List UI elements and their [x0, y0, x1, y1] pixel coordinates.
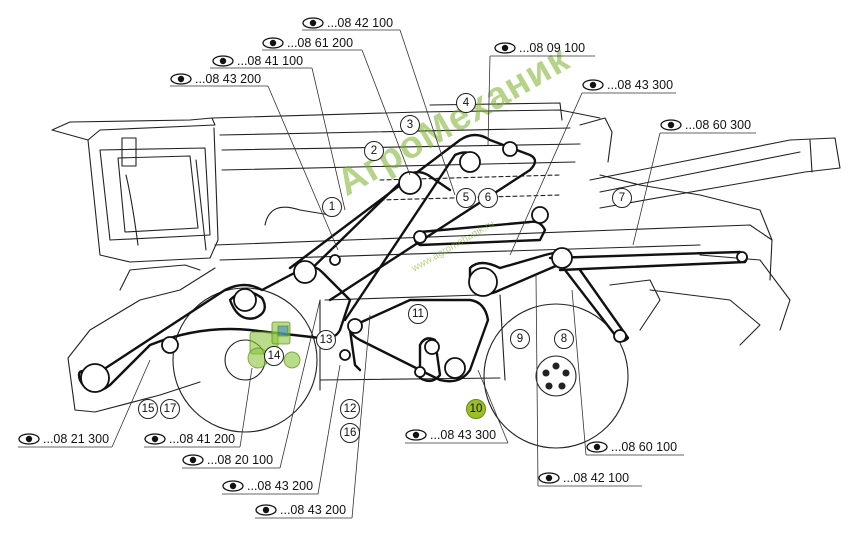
- ref-label: ...08 60 300: [685, 118, 752, 132]
- eye-icon: [302, 17, 324, 29]
- ref-label: ...08 41 200: [169, 432, 236, 446]
- ref-08-42-100-top[interactable]: ...08 42 100: [302, 16, 393, 30]
- part-callout-3[interactable]: 3: [400, 115, 420, 135]
- part-callout-8[interactable]: 8: [554, 329, 574, 349]
- ref-08-42-100-bot[interactable]: ...08 42 100: [538, 471, 629, 485]
- eye-icon: [18, 433, 40, 445]
- part-callout-4[interactable]: 4: [456, 93, 476, 113]
- part-callout-12[interactable]: 12: [340, 399, 360, 419]
- ref-08-41-200[interactable]: ...08 41 200: [144, 432, 235, 446]
- eye-icon: [660, 119, 682, 131]
- part-callout-1[interactable]: 1: [322, 197, 342, 217]
- part-callout-16[interactable]: 16: [340, 423, 360, 443]
- eye-icon: [170, 73, 192, 85]
- ref-08-20-100[interactable]: ...08 20 100: [182, 453, 273, 467]
- eye-icon: [262, 37, 284, 49]
- ref-label: ...08 42 100: [563, 471, 630, 485]
- eye-icon: [255, 504, 277, 516]
- ref-label: ...08 43 300: [607, 78, 674, 92]
- eye-icon: [182, 454, 204, 466]
- ref-label: ...08 43 300: [430, 428, 497, 442]
- ref-label: ...08 21 300: [43, 432, 110, 446]
- part-callout-5[interactable]: 5: [456, 188, 476, 208]
- ref-label: ...08 43 200: [280, 503, 347, 517]
- eye-icon: [144, 433, 166, 445]
- ref-08-60-300[interactable]: ...08 60 300: [660, 118, 751, 132]
- ref-08-43-200-mid[interactable]: ...08 43 200: [222, 479, 313, 493]
- part-callout-6[interactable]: 6: [478, 188, 498, 208]
- part-callout-15[interactable]: 15: [138, 399, 158, 419]
- ref-08-61-200[interactable]: ...08 61 200: [262, 36, 353, 50]
- eye-icon: [582, 79, 604, 91]
- part-callout-17[interactable]: 17: [160, 399, 180, 419]
- ref-08-43-200-top[interactable]: ...08 43 200: [170, 72, 261, 86]
- eye-icon: [586, 441, 608, 453]
- eye-icon: [538, 472, 560, 484]
- ref-label: ...08 20 100: [207, 453, 274, 467]
- ref-label: ...08 42 100: [327, 16, 394, 30]
- ref-08-60-100[interactable]: ...08 60 100: [586, 440, 677, 454]
- ref-08-21-300[interactable]: ...08 21 300: [18, 432, 109, 446]
- ref-08-43-300-bot[interactable]: ...08 43 300: [405, 428, 496, 442]
- ref-08-09-100[interactable]: ...08 09 100: [494, 41, 585, 55]
- ref-label: ...08 61 200: [287, 36, 354, 50]
- ref-label: ...08 41 100: [237, 54, 304, 68]
- ref-label: ...08 60 100: [611, 440, 678, 454]
- ref-08-43-200-bot[interactable]: ...08 43 200: [255, 503, 346, 517]
- ref-08-43-300-top[interactable]: ...08 43 300: [582, 78, 673, 92]
- ref-label: ...08 43 200: [195, 72, 262, 86]
- ref-label: ...08 43 200: [247, 479, 314, 493]
- eye-icon: [212, 55, 234, 67]
- part-callout-14[interactable]: 14: [264, 346, 284, 366]
- part-callout-11[interactable]: 11: [408, 304, 428, 324]
- part-callout-9[interactable]: 9: [510, 329, 530, 349]
- eye-icon: [405, 429, 427, 441]
- ref-label: ...08 09 100: [519, 41, 586, 55]
- eye-icon: [494, 42, 516, 54]
- eye-icon: [222, 480, 244, 492]
- part-callout-13[interactable]: 13: [316, 330, 336, 350]
- part-callout-7[interactable]: 7: [612, 188, 632, 208]
- part-callout-10[interactable]: 10: [466, 399, 486, 419]
- part-callout-2[interactable]: 2: [364, 141, 384, 161]
- ref-08-41-100[interactable]: ...08 41 100: [212, 54, 303, 68]
